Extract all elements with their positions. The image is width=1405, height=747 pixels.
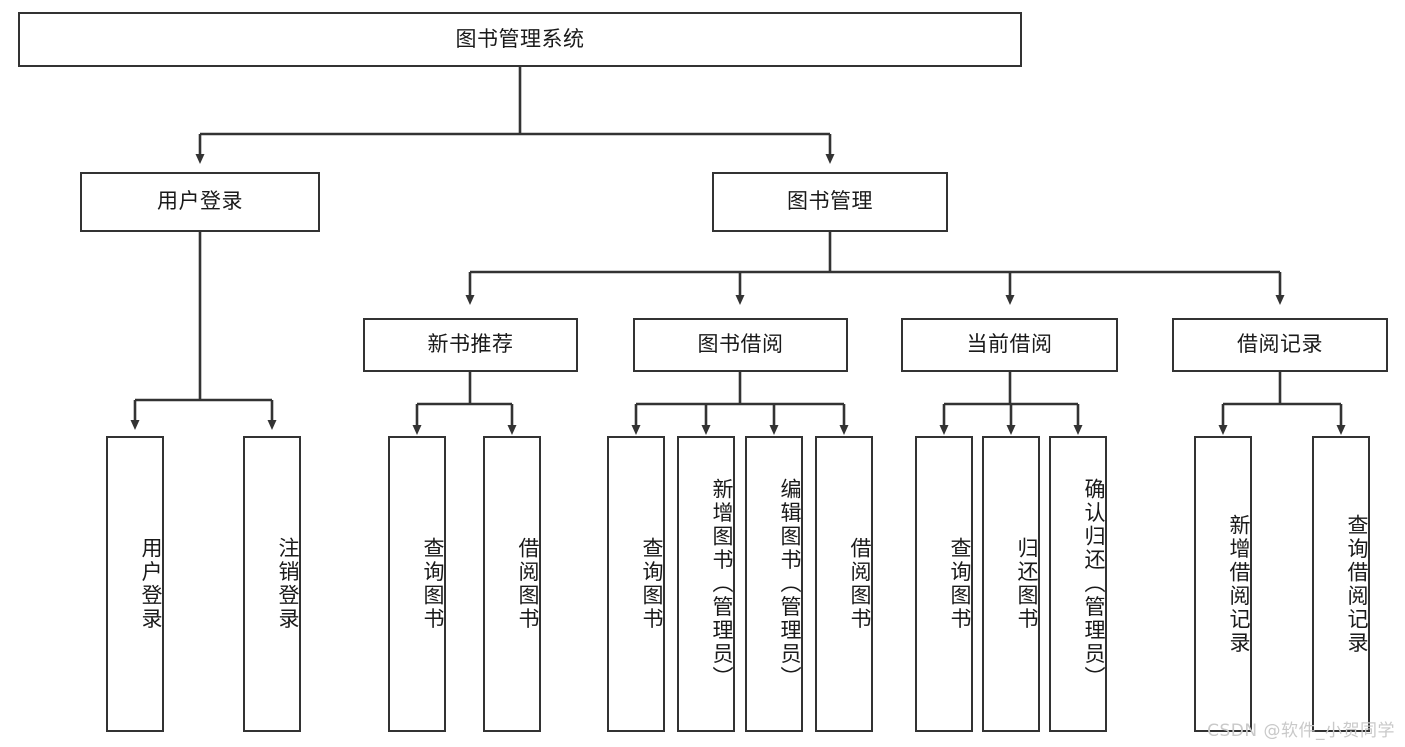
node-new-book-rec[interactable]: 新书推荐 (363, 318, 578, 372)
node-leaf-logout[interactable]: 注销登录 (243, 436, 301, 732)
node-book-manage-label: 图书管理 (787, 189, 873, 214)
node-root-label: 图书管理系统 (455, 26, 585, 51)
node-leaf-return-book-label: 归还图书 (1015, 537, 1039, 631)
node-leaf-edit-book[interactable]: 编辑图书（管理员） (745, 436, 803, 732)
node-leaf-add-book-label: 新增图书（管理员） (710, 478, 734, 690)
node-leaf-edit-book-label: 编辑图书（管理员） (778, 478, 802, 690)
node-book-borrow-label: 图书借阅 (697, 332, 784, 357)
node-book-manage[interactable]: 图书管理 (712, 172, 948, 232)
node-leaf-logout-label: 注销登录 (276, 537, 300, 631)
node-new-book-rec-label: 新书推荐 (427, 332, 514, 357)
node-user-login-label: 用户登录 (157, 189, 243, 214)
node-leaf-add-record[interactable]: 新增借阅记录 (1194, 436, 1252, 732)
node-leaf-user-login[interactable]: 用户登录 (106, 436, 164, 732)
node-leaf-confirm-return-label: 确认归还（管理员） (1082, 478, 1106, 690)
node-leaf-query-book-3-label: 查询图书 (948, 537, 972, 631)
node-root[interactable]: 图书管理系统 (18, 12, 1022, 67)
watermark-text: CSDN @软件_小贺同学 (1207, 721, 1395, 741)
node-leaf-add-record-label: 新增借阅记录 (1227, 513, 1251, 655)
node-borrow-record[interactable]: 借阅记录 (1172, 318, 1388, 372)
node-leaf-query-book-1-label: 查询图书 (421, 537, 445, 631)
node-borrow-record-label: 借阅记录 (1237, 332, 1323, 357)
node-leaf-borrow-book-1[interactable]: 借阅图书 (483, 436, 541, 732)
node-leaf-add-book[interactable]: 新增图书（管理员） (677, 436, 735, 732)
node-current-borrow-label: 当前借阅 (966, 332, 1053, 357)
node-leaf-query-book-3[interactable]: 查询图书 (915, 436, 973, 732)
node-current-borrow[interactable]: 当前借阅 (901, 318, 1118, 372)
node-leaf-user-login-label: 用户登录 (139, 537, 163, 631)
node-leaf-borrow-book-1-label: 借阅图书 (516, 537, 540, 631)
node-leaf-query-record[interactable]: 查询借阅记录 (1312, 436, 1370, 732)
node-leaf-confirm-return[interactable]: 确认归还（管理员） (1049, 436, 1107, 732)
node-leaf-query-book-2-label: 查询图书 (640, 537, 664, 631)
node-user-login[interactable]: 用户登录 (80, 172, 320, 232)
node-leaf-query-record-label: 查询借阅记录 (1345, 513, 1369, 655)
node-leaf-borrow-book-2-label: 借阅图书 (848, 537, 872, 631)
node-leaf-query-book-1[interactable]: 查询图书 (388, 436, 446, 732)
node-leaf-return-book[interactable]: 归还图书 (982, 436, 1040, 732)
node-book-borrow[interactable]: 图书借阅 (633, 318, 848, 372)
node-leaf-borrow-book-2[interactable]: 借阅图书 (815, 436, 873, 732)
node-leaf-query-book-2[interactable]: 查询图书 (607, 436, 665, 732)
